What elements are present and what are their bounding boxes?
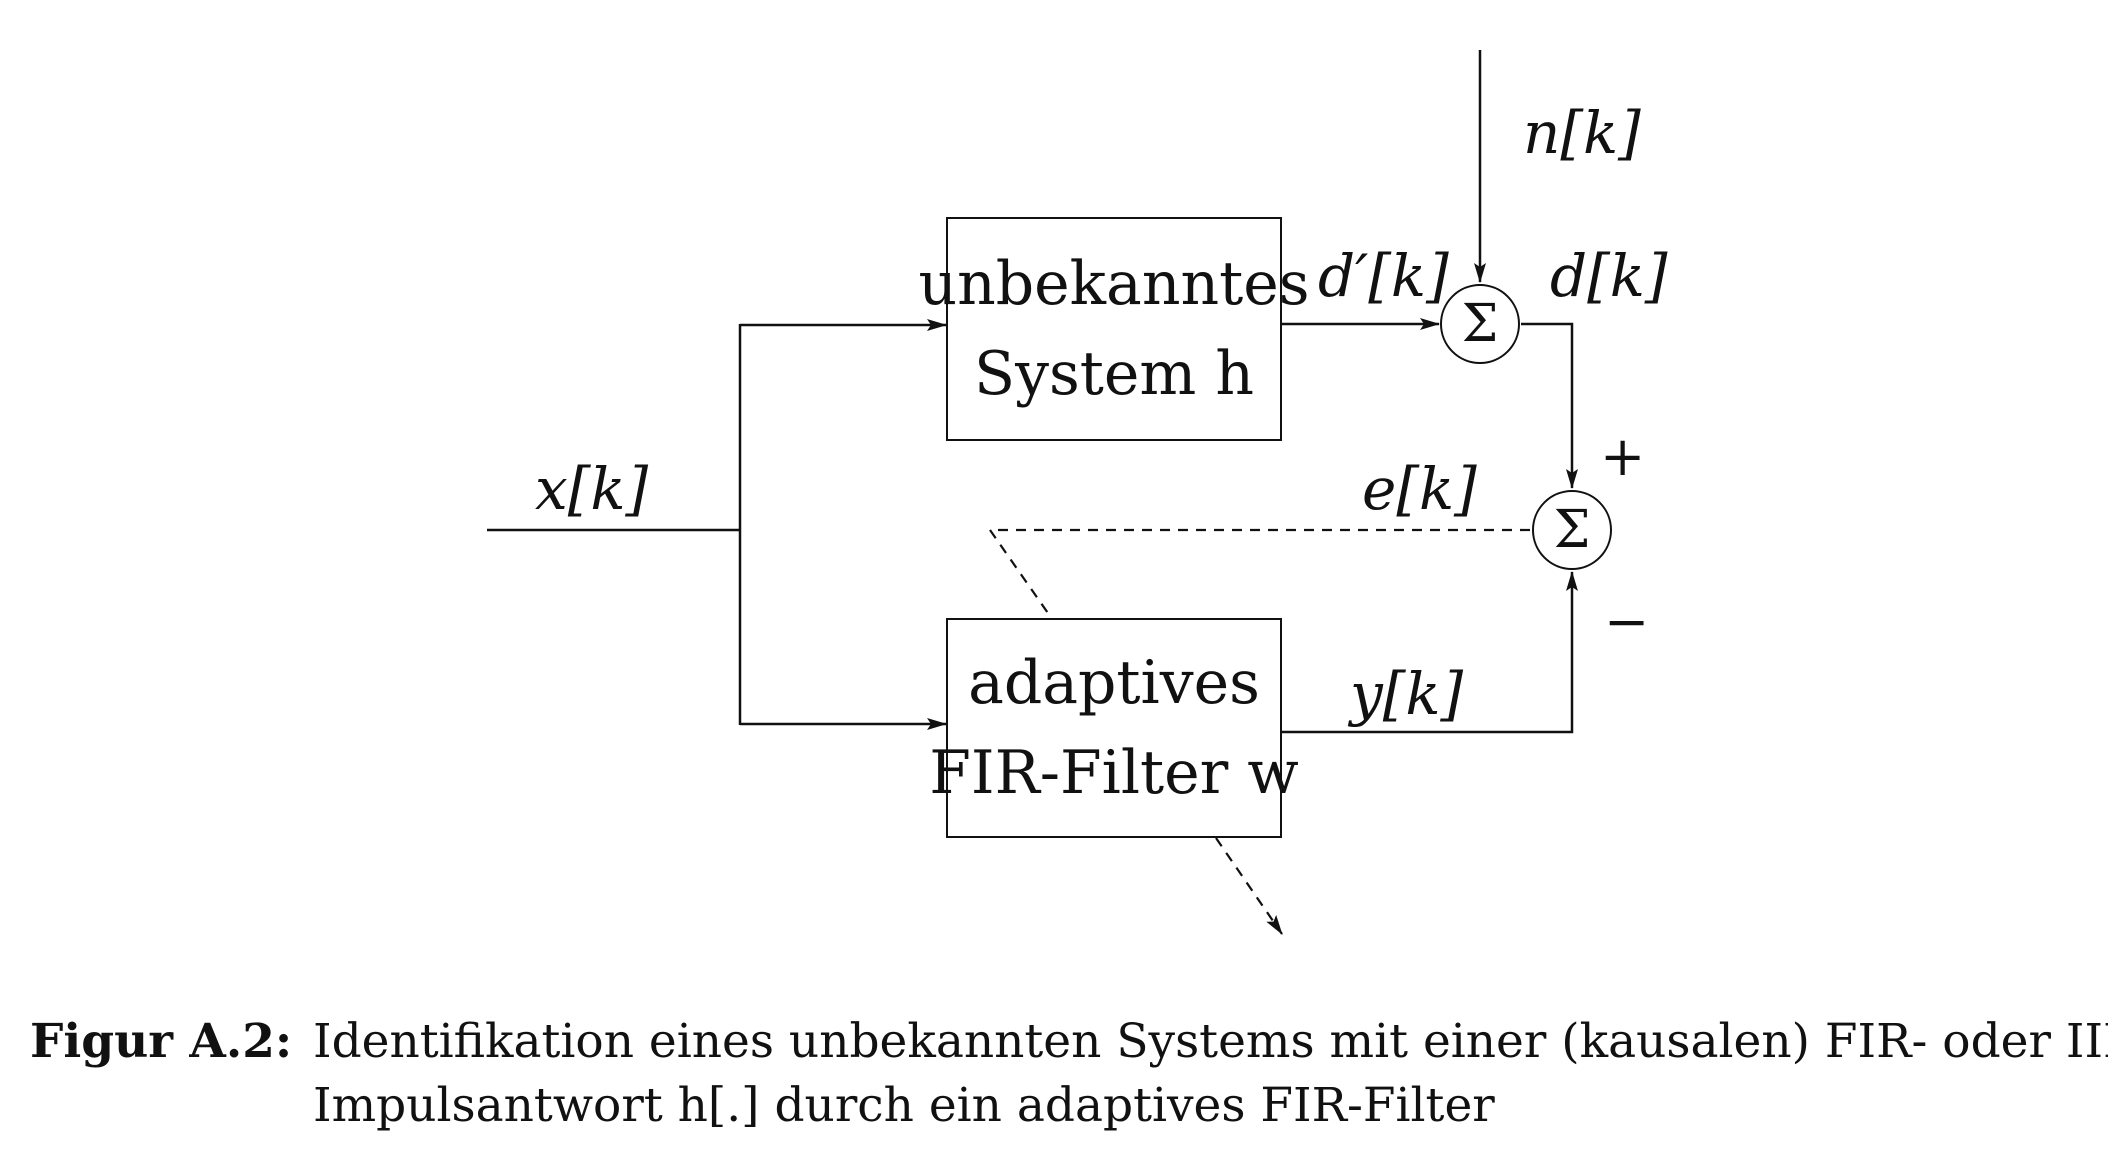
sum-symbol: Σ xyxy=(1553,500,1591,560)
signal-label-x: x[k] xyxy=(535,455,649,523)
caption-line-1: Identifikation eines unbekannten Systems… xyxy=(313,1014,2108,1069)
signal-label-n: n[k] xyxy=(1523,99,1641,167)
caption-line-2: Impulsantwort h[.] durch ein adaptives F… xyxy=(313,1078,1495,1133)
error-diagonal-dashed xyxy=(989,529,1051,617)
signal-label-d-prime: d′[k] xyxy=(1318,242,1449,310)
adaptive-filter-line1: adaptives xyxy=(968,648,1260,718)
adaptive-filter-block: adaptives FIR-Filter w xyxy=(929,618,1299,838)
signal-label-y: y[k] xyxy=(1350,660,1464,728)
plus-sign: + xyxy=(1600,425,1646,488)
adaptive-filter-line2: FIR-Filter w xyxy=(929,738,1299,808)
sum-symbol: Σ xyxy=(1461,294,1499,354)
filter-output-dashed-arrow xyxy=(1215,837,1283,935)
summation-node-noise: Σ xyxy=(1440,284,1520,364)
unknown-system-line1: unbekanntes xyxy=(918,249,1310,319)
signal-label-e: e[k] xyxy=(1362,455,1477,523)
summation-node-error: Σ xyxy=(1532,490,1612,570)
caption-text: Identifikation eines unbekannten Systems… xyxy=(313,1010,2108,1138)
arrow-y-to-sum2 xyxy=(1282,571,1578,734)
arrow-d-to-sum2 xyxy=(1521,322,1578,489)
unknown-system-line2: System h xyxy=(973,339,1255,409)
unknown-system-block: unbekanntes System h xyxy=(918,217,1310,441)
signal-label-d: d[k] xyxy=(1550,242,1668,310)
figure-label: Figur A.2: xyxy=(30,1014,293,1069)
minus-sign: − xyxy=(1604,590,1650,653)
